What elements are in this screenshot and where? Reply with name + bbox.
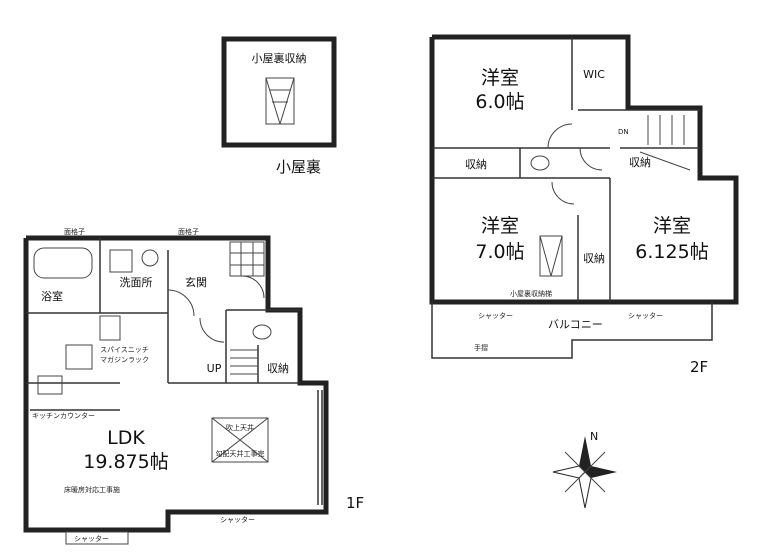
room3-label: 洋室 [653, 215, 691, 237]
bath-label: 浴室 [41, 289, 63, 303]
fukinuke-note-label: 勾配天井工事完 [216, 449, 265, 458]
kitchen-sink [65, 344, 93, 370]
attic-storage-walls [221, 36, 337, 148]
lattice-2-label: 面格子 [178, 227, 199, 236]
attic-storage-label: 小屋裏収納 [252, 51, 307, 65]
compass-rose: N [552, 430, 617, 509]
stove [37, 375, 63, 395]
floor2-plan: 洋室 6.0帖 WIC 収納 収納 収納 DN 洋室 7.0帖 洋室 6.125… [429, 34, 739, 376]
spice-niche-label: スパイスニッチ [100, 346, 149, 354]
shutter-1f-west-label: シャッター [74, 534, 109, 543]
dn-label: DN [618, 128, 629, 136]
ldk-size-label: 19.875帖 [83, 451, 168, 473]
floor1-label: 1F [346, 494, 364, 512]
compass-north-needle [579, 436, 591, 472]
room2-size-label: 7.0帖 [475, 241, 524, 263]
up-label: UP [207, 362, 222, 375]
floor2-label: 2F [690, 358, 708, 376]
toilet-1f [252, 324, 272, 340]
room1-label: 洋室 [481, 67, 519, 89]
washroom-label: 洗面所 [120, 276, 153, 289]
attic-label: 小屋裏 [276, 158, 321, 176]
entrance-tiles [229, 241, 265, 277]
attic-ladder [265, 77, 295, 125]
lattice-1-label: 面格子 [64, 227, 85, 236]
attic-plan: 小屋裏収納 小屋裏 [221, 36, 337, 176]
room1-size-label: 6.0帖 [475, 91, 524, 113]
fukinuke-label: 吹上天井 [226, 423, 254, 432]
room2-label: 洋室 [481, 215, 519, 237]
floor2-outer-wall [429, 34, 739, 305]
stairs-2f [639, 115, 691, 171]
magazine-rack-label: マガジンラック [100, 355, 149, 364]
floor1-outer-wall [23, 235, 329, 533]
fukinuke-mark [211, 417, 269, 463]
sink [141, 249, 159, 267]
bathtub [33, 247, 93, 279]
floor1-plan: 浴室 洗面所 玄関 収納 UP スパイスニッチ マガジンラック キッチンカウンタ… [23, 227, 364, 545]
storage-1f-label: 収納 [267, 362, 289, 375]
shutter-2f-1-label: シャッター [478, 311, 513, 320]
attic-access-ladder [539, 235, 563, 277]
ldk-label: LDK [107, 427, 145, 449]
fridge [99, 315, 121, 341]
wic-label: WIC [583, 68, 605, 81]
attic-access-label: 小屋裏収納梯 [510, 289, 552, 298]
handrail-label: 手摺 [474, 343, 488, 352]
shutter-1f-south-label: シャッター [220, 515, 255, 524]
entrance-label: 玄関 [185, 275, 207, 289]
shutter-2f-2-label: シャッター [628, 311, 663, 320]
washer [109, 249, 133, 273]
stairs-1f [230, 349, 258, 375]
storage-2f-b-label: 収納 [629, 156, 651, 169]
toilet-2f [530, 155, 550, 171]
ldk-note-label: 床暖房対応工事施 [64, 485, 120, 494]
compass-north-label: N [590, 430, 598, 443]
balcony-outline [431, 302, 713, 359]
room3-size-label: 6.125帖 [635, 241, 708, 263]
balcony-label: バルコニー [548, 318, 603, 331]
storage-2f-c-label: 収納 [583, 252, 605, 265]
shutter-1f-box [65, 531, 129, 545]
kitchen-counter-label: キッチンカウンター [32, 411, 95, 420]
storage-2f-a-label: 収納 [465, 158, 487, 171]
